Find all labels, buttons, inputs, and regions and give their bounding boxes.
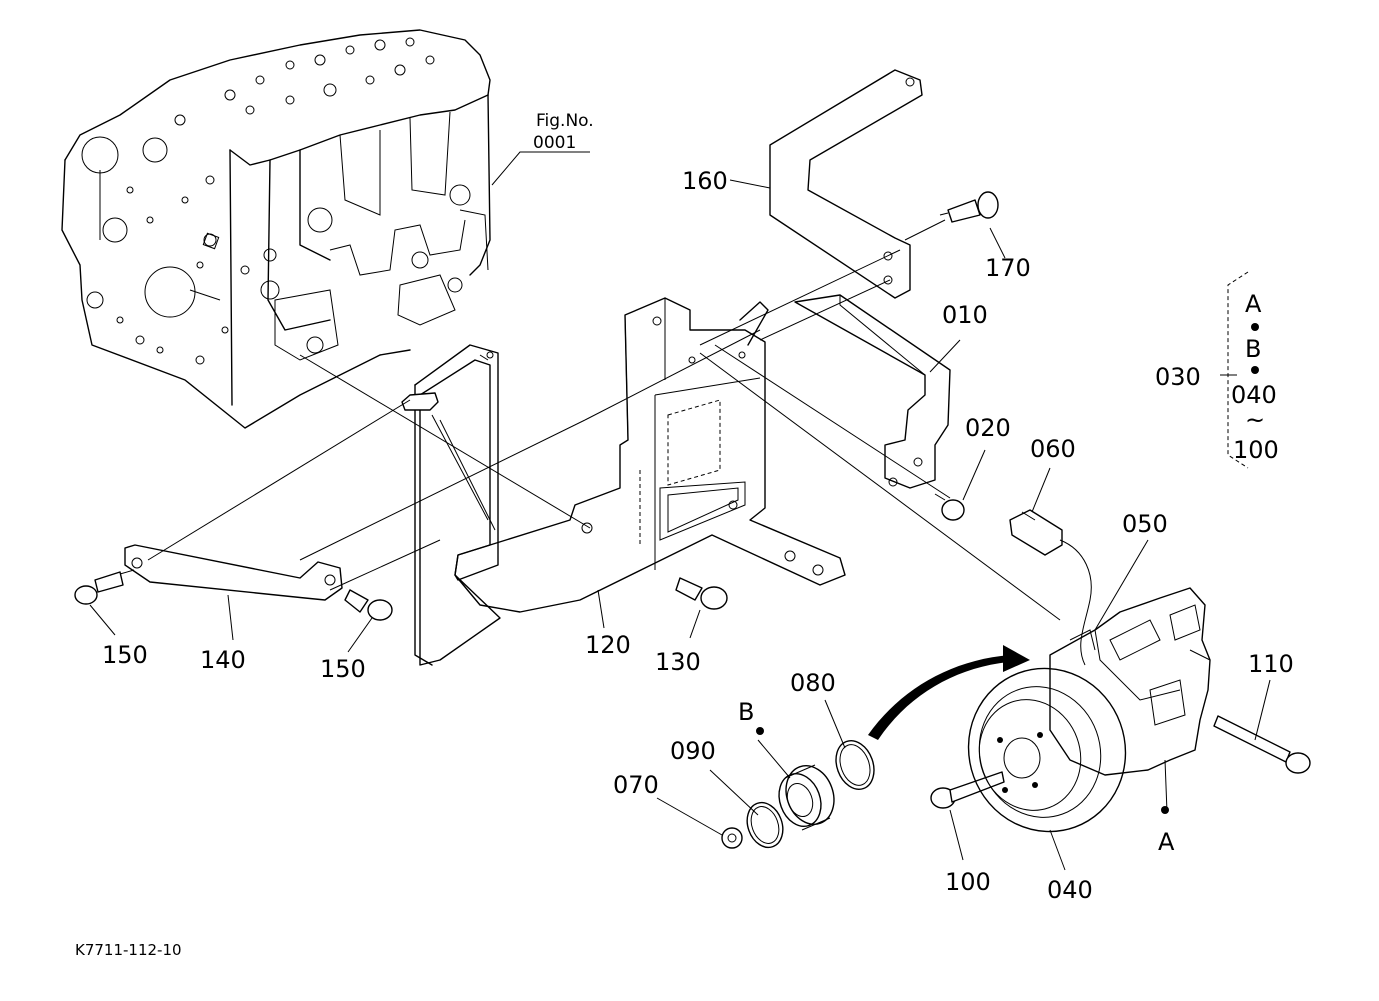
belt-guard-plate — [401, 344, 501, 666]
cover-bracket-010 — [794, 294, 951, 489]
group-line-040: 040 — [1231, 381, 1277, 409]
marker-a-label: A — [1158, 828, 1175, 856]
callout-140: 140 — [200, 646, 246, 674]
callout-090: 090 — [670, 737, 716, 765]
callout-110: 110 — [1248, 650, 1294, 678]
callout-040: 040 — [1047, 876, 1093, 904]
fig-ref-line2: 0001 — [533, 133, 576, 153]
bolt-110 — [1213, 715, 1311, 774]
callout-120: 120 — [585, 631, 631, 659]
snap-ring-080 — [835, 740, 875, 790]
assembly-arrow — [868, 645, 1030, 740]
bolt-020 — [934, 493, 965, 521]
callout-050: 050 — [1122, 510, 1168, 538]
callout-100: 100 — [945, 868, 991, 896]
callout-130: 130 — [655, 648, 701, 676]
spacer-070 — [721, 827, 743, 849]
callout-150-left: 150 — [102, 641, 148, 669]
catalog-code: K7711-112-10 — [75, 941, 182, 959]
bolt-130 — [675, 577, 728, 610]
compressor-assembly — [967, 587, 1211, 833]
group-line-a: A — [1245, 290, 1262, 318]
fig-ref-line1: Fig.No. — [536, 111, 594, 131]
callout-030: 030 — [1155, 363, 1201, 391]
group-line-b: B — [1245, 335, 1261, 363]
bolt-150-right — [344, 589, 393, 621]
bracket-160 — [769, 69, 923, 299]
group-bracket-030 — [1227, 271, 1259, 469]
callout-070: 070 — [613, 771, 659, 799]
callout-170: 170 — [985, 254, 1031, 282]
snap-ring-090 — [746, 801, 784, 849]
marker-b-dot — [756, 727, 764, 735]
callout-020: 020 — [965, 414, 1011, 442]
callout-160: 160 — [682, 167, 728, 195]
callout-150-right: 150 — [320, 655, 366, 683]
group-tilde: ~ — [1245, 406, 1265, 434]
marker-a-dot — [1161, 806, 1169, 814]
switch-060 — [1009, 509, 1092, 666]
leader-lines — [89, 151, 1271, 871]
main-bracket-120 — [454, 297, 846, 613]
callout-080: 080 — [790, 669, 836, 697]
tension-bar-140 — [124, 544, 343, 601]
marker-b-label: B — [738, 698, 754, 726]
bolt-170 — [939, 191, 999, 223]
bolt-100 — [930, 771, 1005, 809]
callout-010: 010 — [942, 301, 988, 329]
callout-060: 060 — [1030, 435, 1076, 463]
engine-block — [61, 29, 491, 429]
bolt-150-left — [74, 569, 135, 605]
bearing-080 — [778, 764, 835, 831]
group-line-100: 100 — [1233, 436, 1279, 464]
